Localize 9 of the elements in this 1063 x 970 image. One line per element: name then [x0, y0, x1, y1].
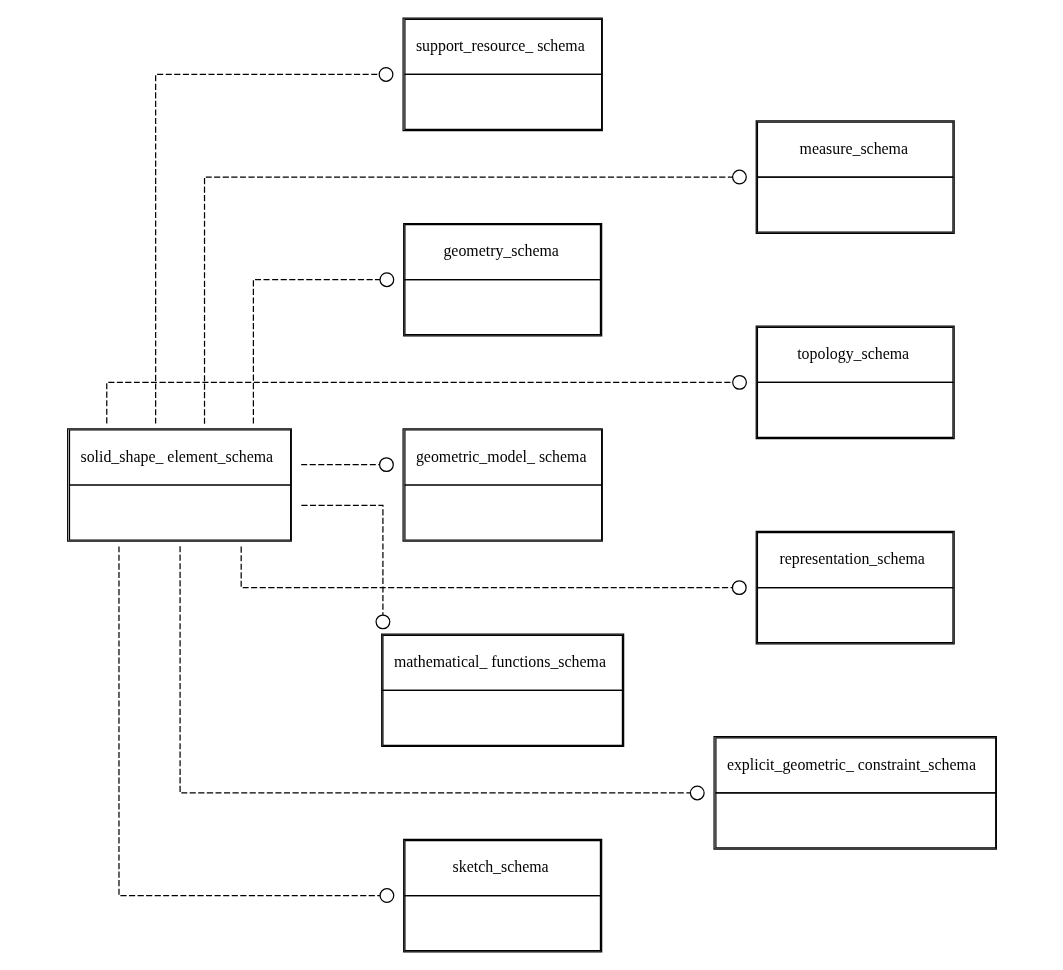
connector [240, 545, 747, 596]
connector [178, 545, 705, 801]
connector [300, 457, 394, 473]
connector [117, 545, 394, 903]
connector [300, 504, 390, 630]
connector [203, 169, 747, 425]
connector [105, 374, 747, 425]
connector [252, 272, 394, 424]
connector [154, 67, 393, 425]
